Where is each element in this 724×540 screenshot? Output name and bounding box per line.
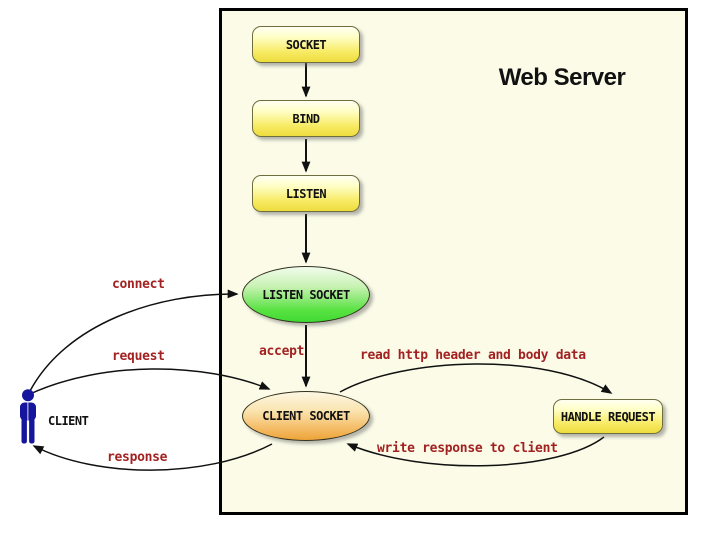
edge-label-accept: accept xyxy=(259,344,305,359)
client-label: CLIENT xyxy=(48,414,89,428)
edge-label-write-response: write response to client xyxy=(377,441,558,456)
arrow-connect xyxy=(29,289,239,392)
node-socket: SOCKET xyxy=(252,26,360,63)
client-person-icon xyxy=(20,389,36,444)
node-bind: BIND xyxy=(252,100,360,137)
edge-label-response: response xyxy=(107,450,168,465)
node-client-socket: CLIENT SOCKET xyxy=(242,391,370,441)
edge-label-connect: connect xyxy=(112,277,165,292)
edge-label-request: request xyxy=(112,349,165,364)
edge-label-read-http: read http header and body data xyxy=(360,348,586,363)
diagram-title: Web Server xyxy=(498,64,626,91)
node-listen: LISTEN xyxy=(252,175,360,212)
node-listen-socket: LISTEN SOCKET xyxy=(242,266,370,323)
node-handle-request: HANDLE REQUEST xyxy=(553,399,663,434)
